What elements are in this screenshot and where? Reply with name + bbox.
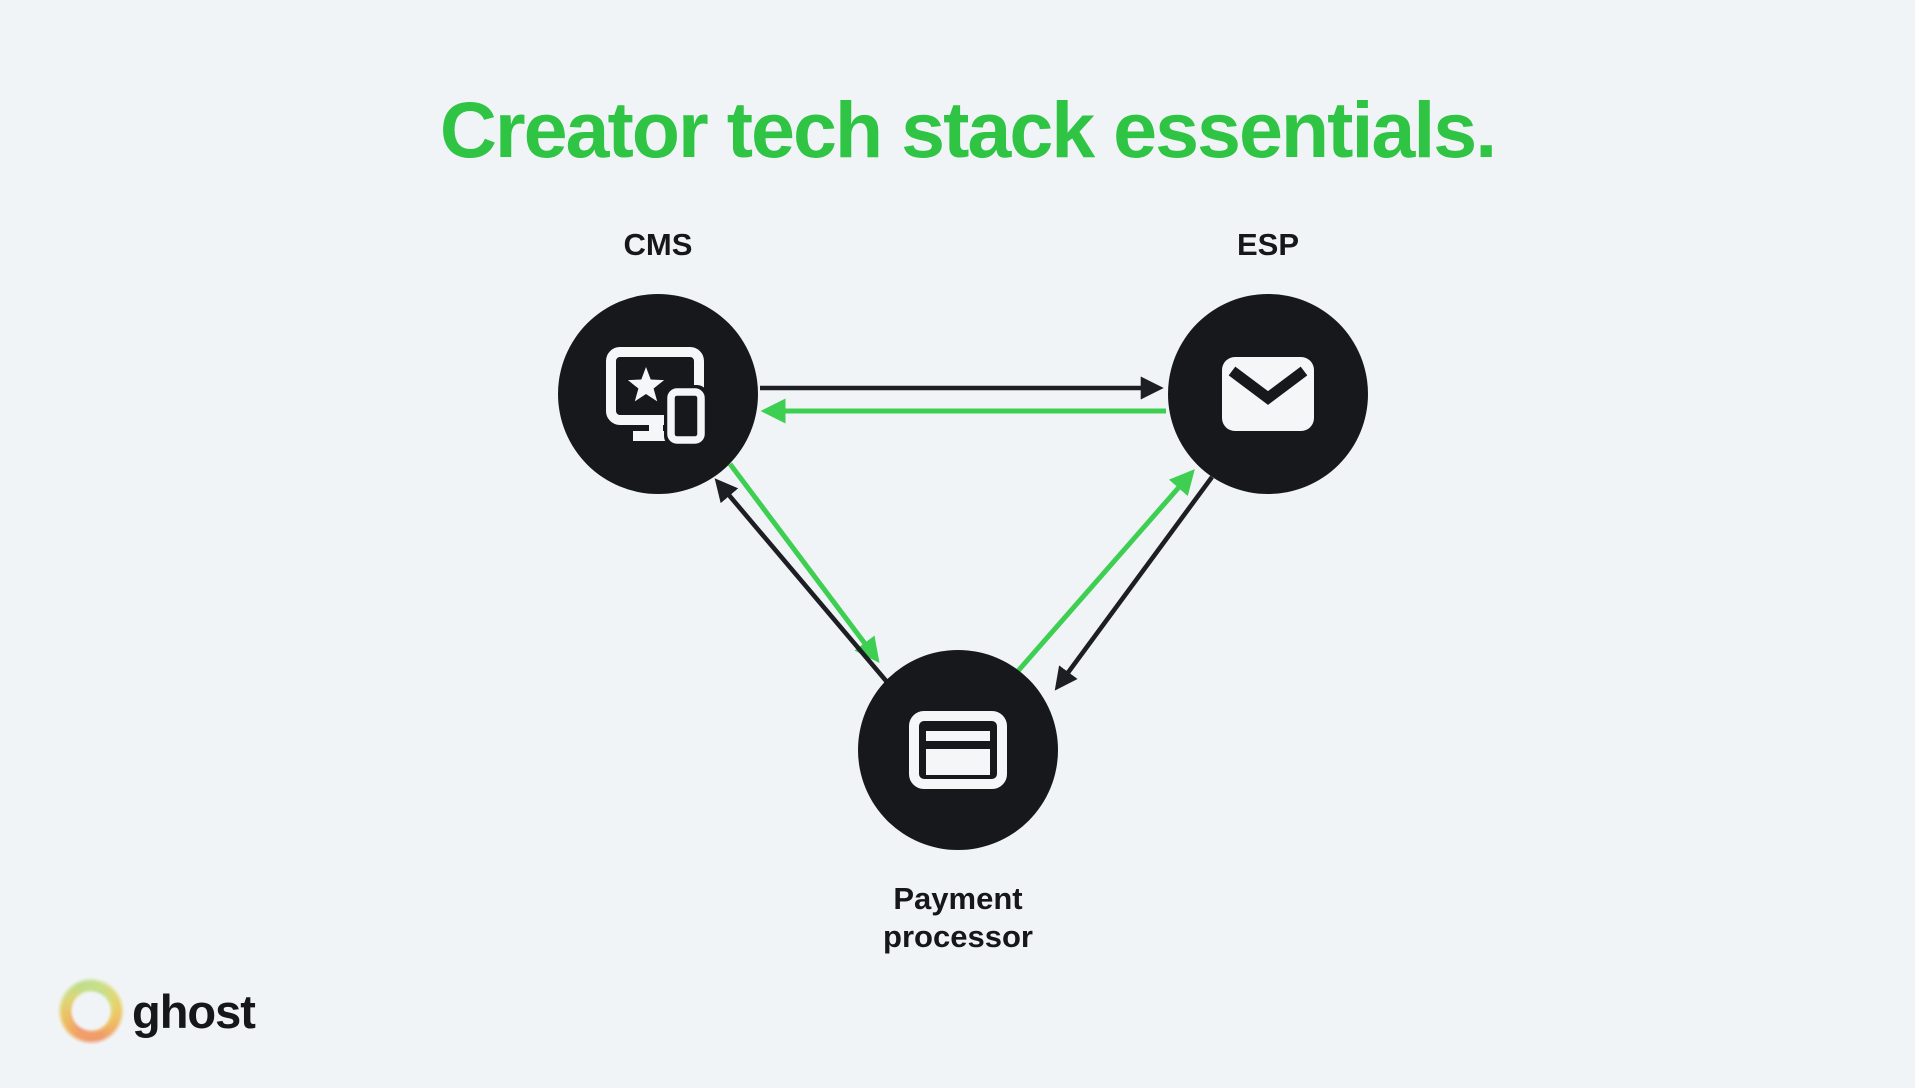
monitor-stand-stem bbox=[649, 420, 663, 432]
node-label-cms: CMS bbox=[623, 227, 693, 262]
devices-star-icon bbox=[606, 347, 708, 447]
edge-payment-to-esp bbox=[1016, 469, 1195, 673]
star-shape bbox=[627, 367, 665, 402]
node-label-esp: ESP bbox=[1236, 227, 1300, 262]
node-label-payment: Payment processor bbox=[883, 881, 1033, 954]
card-outline bbox=[909, 711, 1007, 789]
edge-cms-to-payment bbox=[728, 462, 880, 663]
node-esp bbox=[1168, 294, 1368, 494]
envelope-flap bbox=[1228, 366, 1308, 405]
card-stripe bbox=[926, 731, 990, 741]
ghost-ring-icon bbox=[43, 963, 139, 1059]
envelope-icon bbox=[1222, 357, 1314, 431]
page-title: Creator tech stack essentials. bbox=[439, 85, 1497, 174]
phone-shape bbox=[667, 388, 705, 444]
ghost-wordmark: ghost bbox=[132, 985, 256, 1038]
node-payment bbox=[858, 650, 1058, 850]
edge-payment-to-cms bbox=[714, 478, 889, 684]
credit-card-icon bbox=[909, 711, 1007, 789]
ghost-logo: ghost bbox=[43, 963, 356, 1059]
monitor-stand-base bbox=[633, 431, 679, 441]
phone-backdrop bbox=[664, 385, 708, 447]
card-panel bbox=[926, 749, 990, 775]
edge-esp-to-payment bbox=[1054, 475, 1214, 691]
node-cms bbox=[558, 294, 758, 494]
